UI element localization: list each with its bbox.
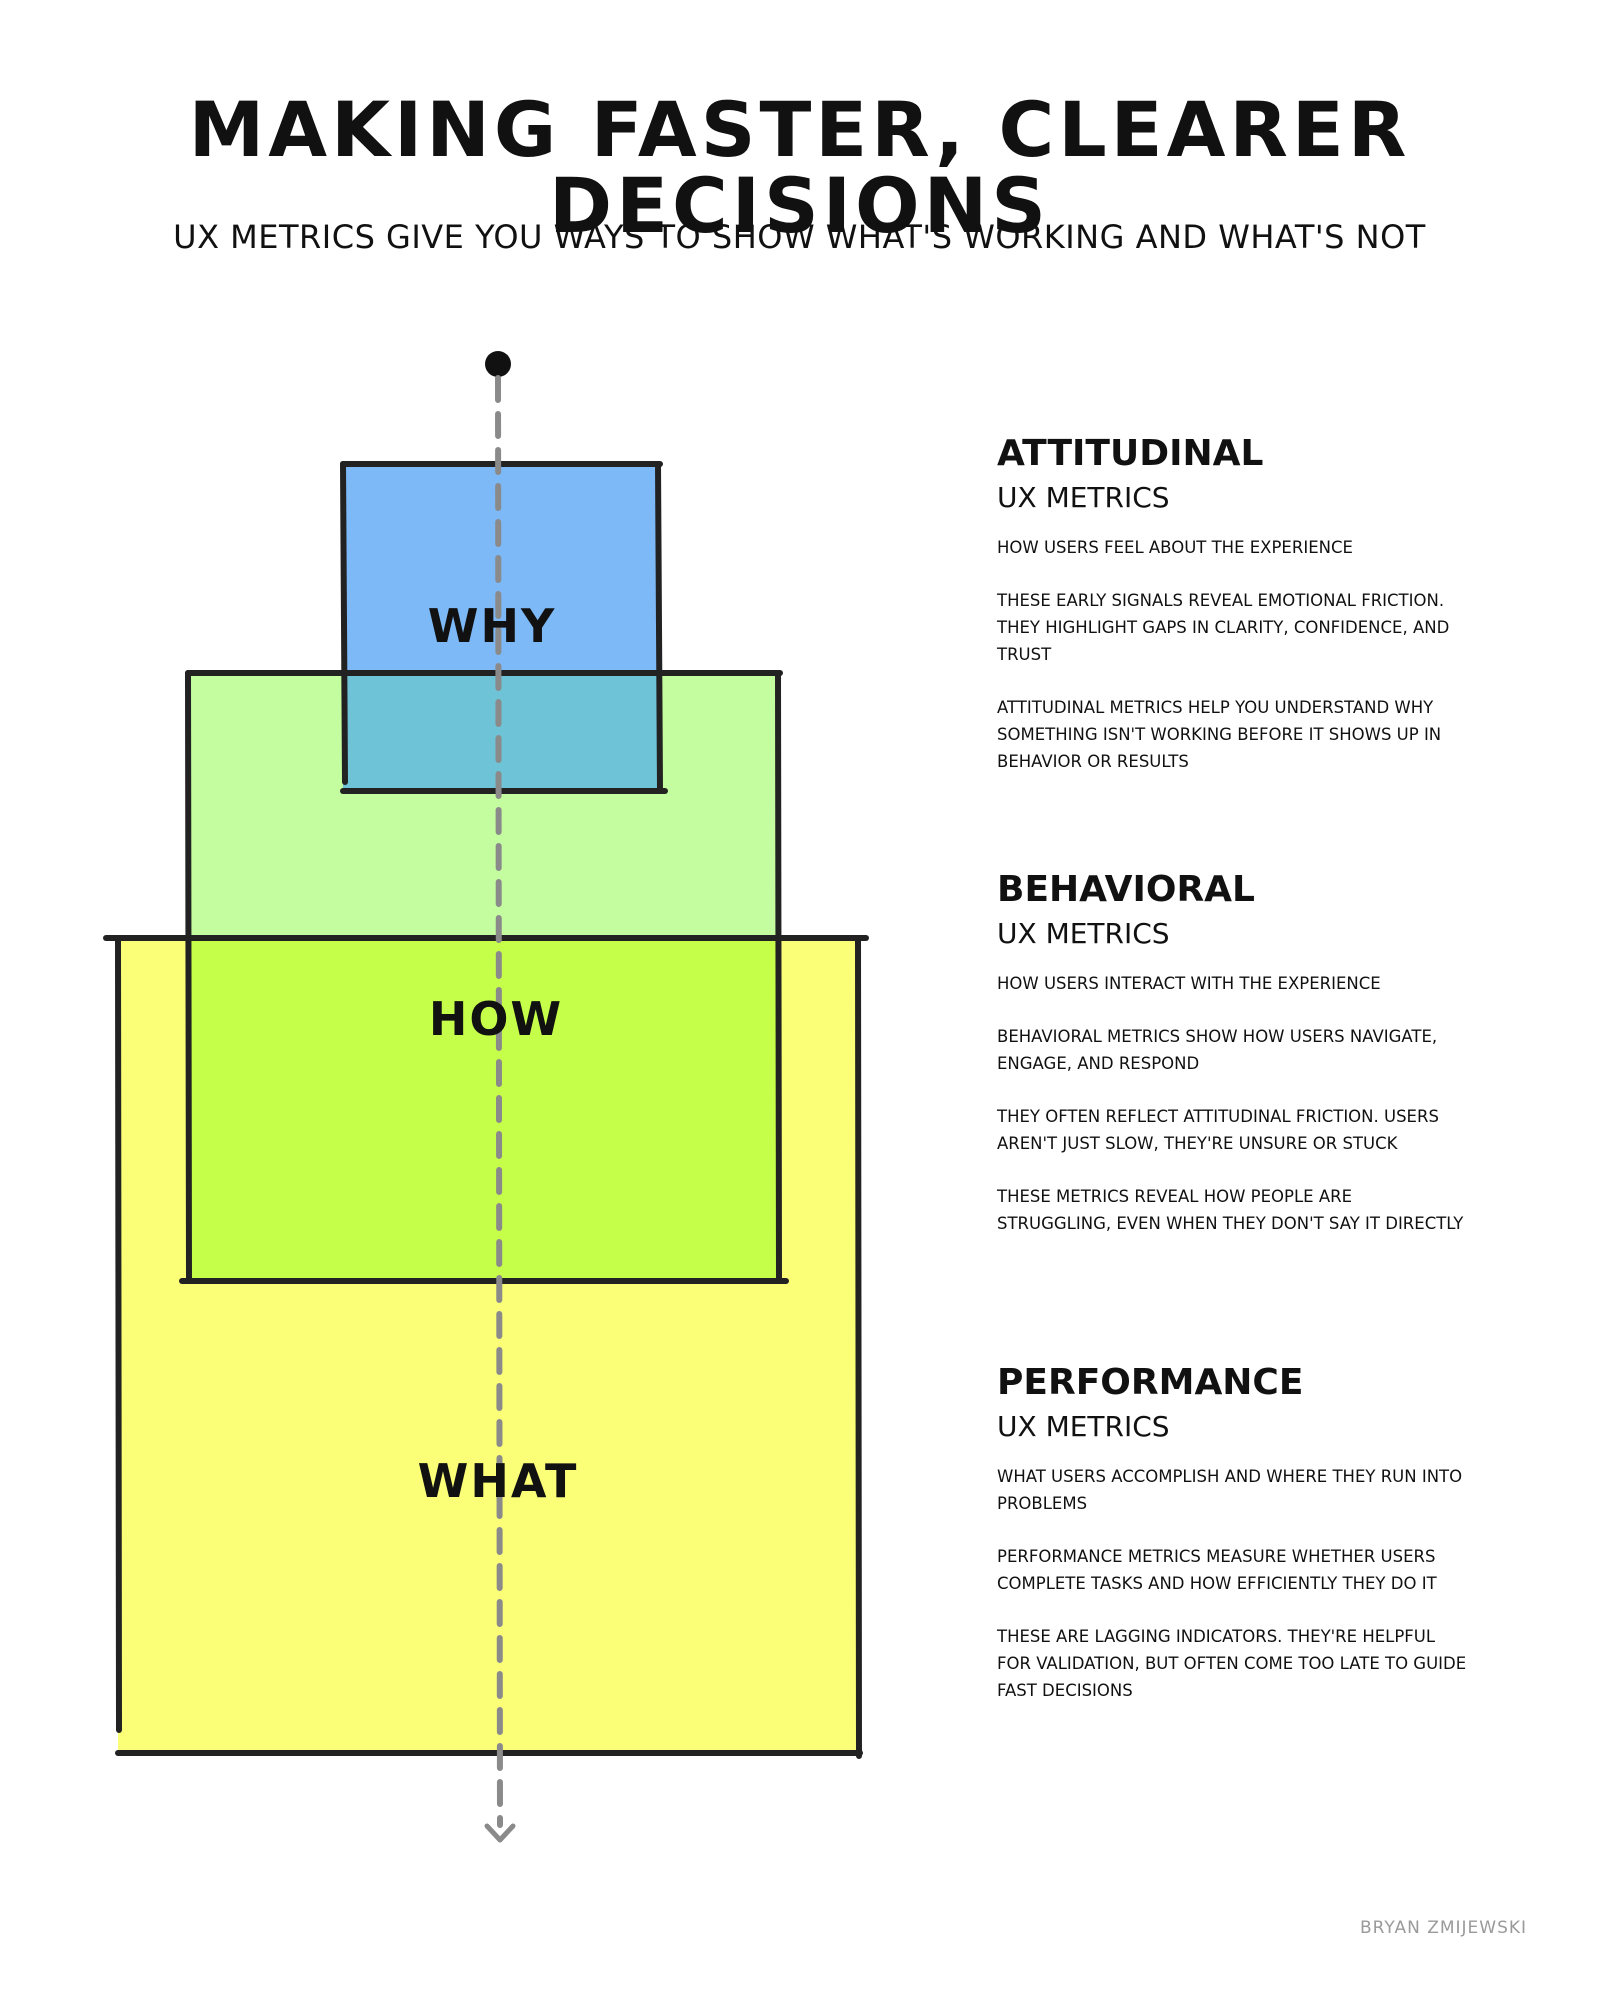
why-box-fill	[343, 464, 660, 675]
author-signature: BRYAN ZMIJEWSKI	[1360, 1918, 1528, 1938]
section-subtitle: UX METRICS	[997, 481, 1170, 514]
section-subtitle: UX METRICS	[997, 917, 1170, 950]
performance-section: PERFORMANCE UX METRICS WHAT USERS ACCOMP…	[997, 1365, 1467, 1704]
why-how-overlap-fill	[343, 675, 660, 791]
arrow-start-dot	[485, 351, 511, 377]
box-outlines	[103, 461, 869, 1759]
section-title: ATTITUDINAL	[997, 433, 1264, 474]
section-paragraph: THEY OFTEN REFLECT ATTITUDINAL FRICTION.…	[997, 1107, 1439, 1153]
how-label: HOW	[429, 992, 563, 1046]
section-title: BEHAVIORAL	[997, 869, 1255, 910]
behavioral-section: BEHAVIORAL UX METRICS HOW USERS INTERACT…	[997, 872, 1467, 1237]
section-paragraph: PERFORMANCE METRICS MEASURE WHETHER USER…	[997, 1547, 1437, 1593]
section-paragraph: HOW USERS FEEL ABOUT THE EXPERIENCE	[997, 538, 1353, 557]
section-paragraph: HOW USERS INTERACT WITH THE EXPERIENCE	[997, 974, 1381, 993]
how-box-fill	[188, 938, 780, 1281]
page-subtitle: UX METRICS GIVE YOU WAYS TO SHOW WHAT'S …	[173, 218, 1426, 256]
arrow-dashed-line	[495, 375, 503, 1828]
section-subtitle: UX METRICS	[997, 1410, 1170, 1443]
why-label: WHY	[428, 599, 557, 653]
page-title: MAKING FASTER, CLEARER DECISIONS	[188, 85, 1411, 250]
section-title: PERFORMANCE	[997, 1362, 1304, 1403]
what-label: WHAT	[418, 1454, 579, 1508]
section-paragraph: THESE METRICS REVEAL HOW PEOPLE ARE STRU…	[997, 1187, 1464, 1233]
chevron-down-icon	[484, 1823, 516, 1843]
section-paragraph: THESE ARE LAGGING INDICATORS. THEY'RE HE…	[997, 1627, 1467, 1700]
section-paragraph: ATTITUDINAL METRICS HELP YOU UNDERSTAND …	[997, 698, 1442, 771]
section-paragraph: BEHAVIORAL METRICS SHOW HOW USERS NAVIGA…	[997, 1027, 1438, 1073]
vertical-flow-arrow	[484, 351, 516, 1843]
section-paragraph: THESE EARLY SIGNALS REVEAL EMOTIONAL FRI…	[997, 591, 1450, 664]
section-paragraph: WHAT USERS ACCOMPLISH AND WHERE THEY RUN…	[997, 1467, 1463, 1513]
attitudinal-section: ATTITUDINAL UX METRICS HOW USERS FEEL AB…	[997, 436, 1467, 775]
